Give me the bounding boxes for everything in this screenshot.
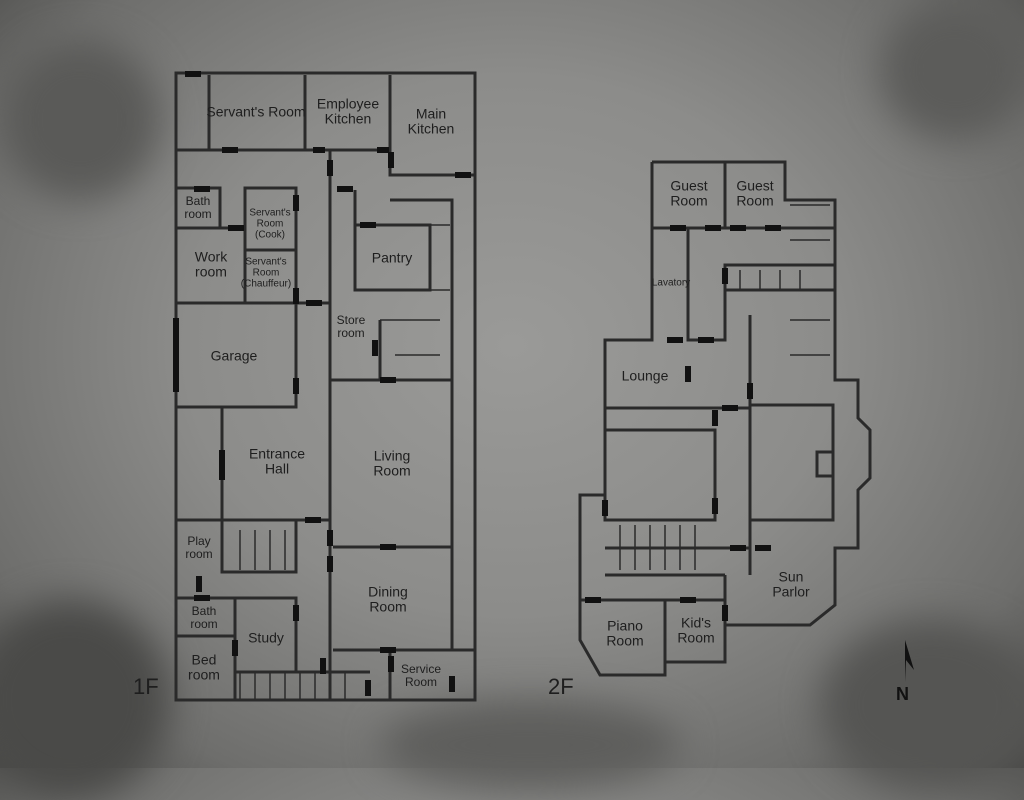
room-bath-room-2: Bath room bbox=[190, 603, 218, 631]
room-servants-room-chauffeur: Servant's Room (Chauffeur) bbox=[240, 256, 292, 290]
room-garage: Garage bbox=[210, 347, 258, 364]
room-play-room: Play room bbox=[185, 533, 213, 561]
room-entrance-hall: Entrance Hall bbox=[248, 445, 306, 477]
room-study: Study bbox=[248, 629, 284, 646]
doors bbox=[173, 71, 781, 696]
compass: N bbox=[894, 638, 918, 708]
room-servants-room-cook: Servant's Room (Cook) bbox=[249, 207, 291, 241]
room-kids-room: Kid's Room bbox=[677, 614, 715, 646]
room-sun-parlor: Sun Parlor bbox=[772, 568, 810, 600]
compass-label: N bbox=[896, 684, 909, 704]
room-living-room: Living Room bbox=[373, 447, 411, 479]
room-guest-room-1: Guest Room bbox=[670, 177, 708, 209]
room-piano-room: Piano Room bbox=[606, 617, 644, 649]
floor-plan bbox=[173, 71, 872, 702]
room-store-room: Store room bbox=[336, 312, 366, 340]
room-bath-room: Bath room bbox=[184, 193, 212, 221]
room-dining-room: Dining Room bbox=[368, 583, 408, 615]
floor-label-2f: 2F bbox=[548, 674, 574, 699]
room-service-room: Service Room bbox=[400, 661, 441, 689]
room-bed-room: Bed room bbox=[188, 651, 220, 683]
room-work-room: Work room bbox=[194, 248, 228, 280]
floor-label-1f: 1F bbox=[133, 674, 159, 699]
room-lounge: Lounge bbox=[621, 367, 669, 384]
floor-2-walls bbox=[578, 160, 872, 677]
room-employee-kitchen: Employee Kitchen bbox=[316, 95, 380, 127]
room-guest-room-2: Guest Room bbox=[736, 177, 774, 209]
room-servants-room: Servant's Room bbox=[206, 103, 306, 120]
room-main-kitchen: Main Kitchen bbox=[407, 105, 455, 137]
room-lavatory: Lavatory bbox=[651, 277, 691, 289]
north-arrow-icon bbox=[905, 640, 914, 682]
room-pantry: Pantry bbox=[371, 249, 413, 266]
